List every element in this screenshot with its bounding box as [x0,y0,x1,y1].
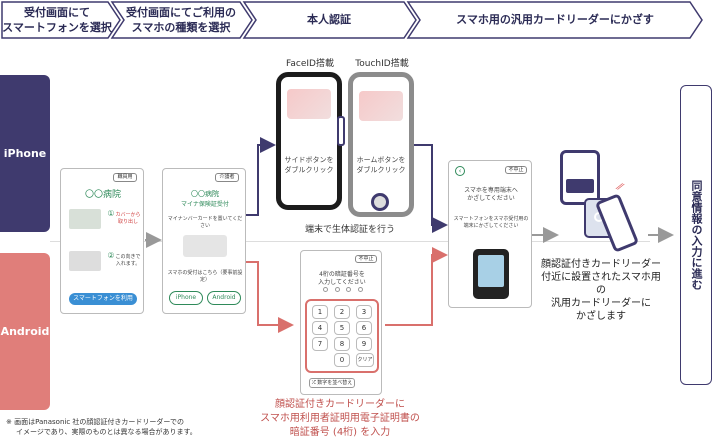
reader-caption-line3: 汎用カードリーダーに [551,298,651,309]
step-2-shape [110,1,253,39]
key-4[interactable]: 4 [312,321,328,335]
mynumber-card-image [287,89,331,119]
hold-instruction: スマートフォンをスマホ受付用の端末にかざしてください [453,216,529,229]
pin-title-1: 4桁の暗証番号を [319,271,365,278]
home-button-icon [371,193,389,211]
reception-screen-2: 介護者 〇〇病院 マイナ保険証受付 マイナンバーカードを置いてください スマホの… [162,168,246,314]
pin-entry-screen: 不中止 4桁の暗証番号を 入力してください 1 2 3 4 5 6 7 8 9 … [300,250,382,395]
key-3[interactable]: 3 [356,305,372,319]
screen2-note: スマホの受付はこちら（要事前設定） [167,270,243,283]
card-reader-image [183,235,227,257]
key-1[interactable]: 1 [312,305,328,319]
biometric-caption: 端末で生体認証を行う [304,225,395,235]
shuffle-button[interactable]: ⤮ 数字を並べ替え [309,378,355,388]
hold-phone-screen: ‹ 不中止 スマホを専用端末へ かざしてください スマートフォンをスマホ受付用の… [448,160,532,308]
key-clear[interactable]: クリア [356,353,374,367]
footnote-line2: イメージであり、実際のものとは異なる場合があります。 [16,428,197,436]
hold-title-1: スマホを専用端末へ [464,187,518,194]
reader-image [69,251,101,271]
card-reader-device [560,150,600,205]
reception-screen-1: 職員用 〇〇病院 ① カバーから取り出し ② この向きで入れます。 スマートフォ… [60,168,144,314]
step-4-shape [406,1,703,39]
back-icon[interactable]: ‹ [455,166,465,176]
pin-dots [323,287,363,293]
key-8[interactable]: 8 [334,337,350,351]
faceid-text-1: サイドボタンを [284,156,334,164]
mynumber-card-image-2 [359,91,403,121]
touchid-label: TouchID搭載 [355,59,409,69]
caregiver-tag: 介護者 [215,173,239,182]
screen2-subtitle: マイナ保険証受付 [181,201,229,208]
touchid-text-1: ホームボタンを [356,156,406,164]
staff-tag: 職員用 [113,173,137,182]
side-button-highlight [337,116,345,146]
step2-number: ② [107,251,115,260]
use-smartphone-button[interactable]: スマートフォンを利用 [69,293,137,305]
pin-caption-line2: スマホ用利用者証明用電子証明書の [260,413,420,424]
step1-text: カバーから取り出し [115,212,141,225]
card-image [69,209,101,229]
hold-title-2: かざしてください [467,195,515,202]
divider [50,241,650,242]
reader-caption-line4: かざします [576,311,626,322]
touchid-text-2: ダブルクリック [356,166,406,174]
hold-cancel-button[interactable]: 不中止 [505,166,527,174]
step-2-label: 受付画面にてご利用のスマホの種類を選択 [126,6,236,34]
phone-on-reader-image [473,249,509,299]
step-4-label: スマホ用の汎用カードリーダーにかざす [456,13,654,26]
step2-text: この向きで入れます。 [115,254,141,267]
faceid-label: FaceID搭載 [286,59,334,69]
iphone-button[interactable]: iPhone [169,291,203,305]
footnote-line1: ※ 画面はPanasonic 社の顔認証付きカードリーダーでの [6,418,184,426]
android-label: Android [0,253,50,410]
step-bar [1,1,703,39]
footnote: ※ 画面はPanasonic 社の顔認証付きカードリーダーでの イメージであり、… [6,417,246,437]
reader-caption-line2: 付近に設置されたスマホ用の [541,272,661,296]
pin-caption: 顔認証付きカードリーダーに スマホ用利用者証明用電子証明書の 暗証番号 (4桁)… [250,398,430,440]
pin-caption-line1: 顔認証付きカードリーダーに [275,399,405,410]
key-7[interactable]: 7 [312,337,328,351]
key-5[interactable]: 5 [334,321,350,335]
key-2[interactable]: 2 [334,305,350,319]
pin-cancel-button[interactable]: 不中止 [355,255,377,263]
step-3-shape [242,1,417,39]
step-3-label: 本人認証 [307,13,351,26]
final-step-label: 同意情報の入力に進む [690,180,703,290]
keypad-highlight [305,299,379,373]
reader-caption: 顔認証付きカードリーダー 付近に設置されたスマホ用の 汎用カードリーダーに かざ… [538,258,664,323]
faceid-phone: サイドボタンを ダブルクリック [276,72,342,210]
step-1-label: 受付画面にてスマートフォンを選択 [2,6,112,34]
android-button[interactable]: Android [207,291,241,305]
hospital-name-2: 〇〇病院 [191,190,219,198]
hospital-name: 〇〇病院 [84,190,121,200]
key-0[interactable]: 0 [334,353,350,367]
key-9[interactable]: 9 [356,337,372,351]
key-6[interactable]: 6 [356,321,372,335]
pin-caption-line3: 暗証番号 (4桁) を入力 [289,427,391,438]
pin-title-2: 入力してください [318,279,366,286]
reader-caption-line1: 顔認証付きカードリーダー [541,259,661,270]
touchid-phone: ホームボタンを ダブルクリック [348,72,414,217]
step1-number: ① [107,209,115,218]
screen2-instruction: マイナンバーカードを置いてください [167,216,243,229]
shuffle-label: 数字を並べ替え [317,380,353,386]
iphone-label: iPhone [0,75,50,232]
step-1-shape [1,1,121,39]
faceid-text-2: ダブルクリック [284,166,334,174]
final-step-box: 同意情報の入力に進む [680,85,712,385]
